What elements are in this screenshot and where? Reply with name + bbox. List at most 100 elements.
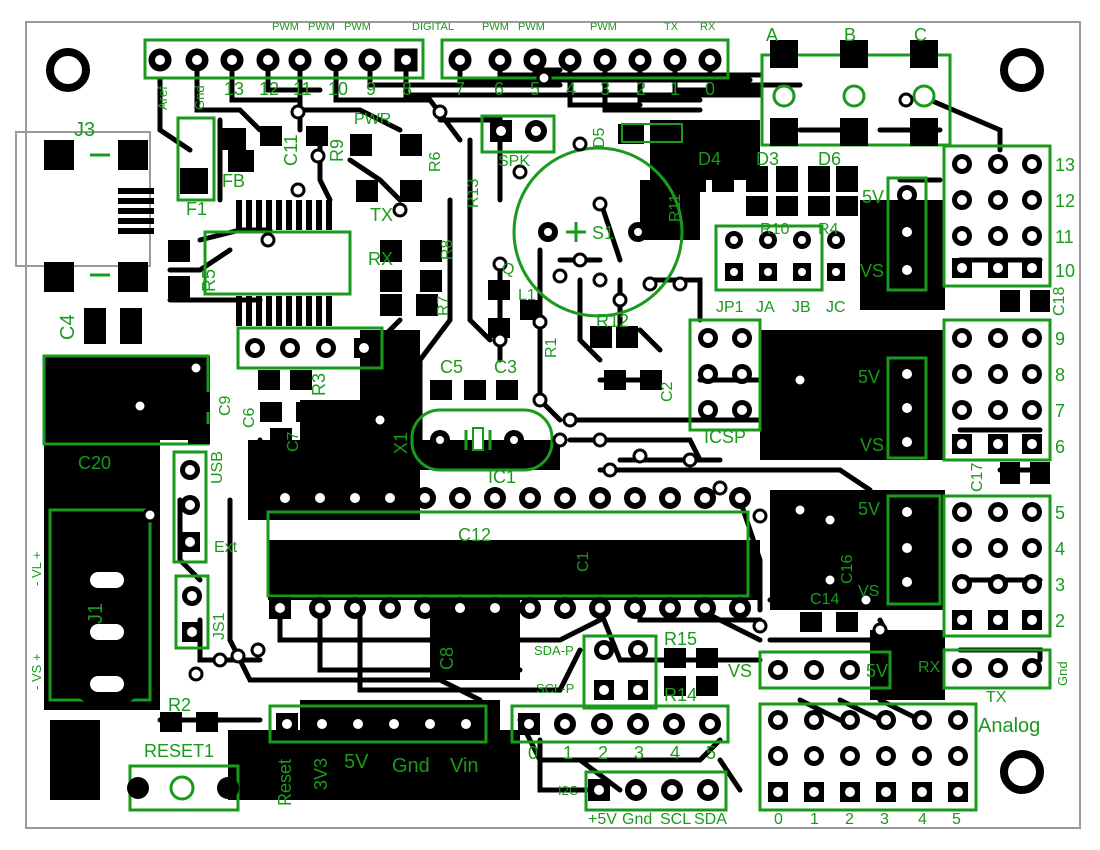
- ref-designator: SDA-P: [534, 643, 574, 658]
- header-signal-label: RX: [700, 21, 716, 33]
- ref-designator: C1: [575, 551, 592, 572]
- pin-label: Aref: [155, 86, 170, 110]
- ref-designator: SCL-P: [536, 681, 575, 696]
- pin-label: Gnd: [192, 85, 207, 110]
- ref-designator: ICSP: [704, 427, 747, 447]
- header-signal-label: PWM: [308, 21, 335, 33]
- pin-label: 5: [530, 79, 541, 99]
- pin-label: 1: [670, 79, 681, 99]
- ref-designator: JP1: [716, 299, 744, 316]
- ref-designator: Q: [502, 261, 515, 278]
- ref-designator: R7: [435, 295, 452, 316]
- ref-designator: R12: [596, 311, 630, 331]
- pin-label: 11: [293, 79, 312, 99]
- ref-designator: JS1: [211, 612, 228, 640]
- analog-pin-label: 1: [563, 743, 574, 763]
- ref-designator: FB: [222, 171, 246, 191]
- servo-vs-label: VS: [860, 435, 885, 455]
- i2c-label: I2C: [558, 783, 579, 798]
- pin-label: 6: [1055, 437, 1066, 457]
- ref-designator: JB: [792, 299, 811, 316]
- ref-designator: R10: [760, 221, 790, 238]
- ref-designator: A: [766, 25, 779, 45]
- pin-label: 10: [1055, 261, 1076, 281]
- analog-pin-label: 0: [528, 743, 539, 763]
- pin-label: 3: [1055, 575, 1066, 595]
- header-signal-label: TX: [664, 21, 679, 33]
- pin-label: Gnd: [1055, 661, 1070, 686]
- ref-designator: C7: [285, 431, 302, 452]
- pin-label: 9: [1055, 329, 1066, 349]
- ref-designator: R8: [439, 239, 456, 260]
- copper-traces: [157, 57, 1043, 793]
- pin-label: 11: [1055, 227, 1074, 247]
- vs-terminal-label: - VS +: [29, 653, 44, 691]
- ref-designator: R15: [664, 629, 698, 649]
- ref-designator: B: [844, 25, 857, 45]
- ref-designator: C12: [458, 525, 492, 545]
- i2c-pin-label: SCL: [660, 811, 692, 828]
- pin-label: 8: [402, 79, 413, 99]
- ref-designator: L1: [518, 287, 536, 304]
- servo-vs-label: VS: [858, 583, 880, 600]
- servo-5v-label: 5V: [858, 367, 881, 387]
- ref-designator: C5: [440, 357, 464, 377]
- analog-block-pin-label: 1: [810, 811, 819, 828]
- ref-designator: C6: [241, 407, 258, 428]
- pin-label: 8: [1055, 365, 1066, 385]
- ref-designator: TX: [370, 205, 394, 225]
- power-pin-label: Reset: [275, 758, 295, 806]
- analog-pin-label: 2: [598, 743, 609, 763]
- ref-designator: S1: [592, 223, 615, 243]
- i2c-pin-label: Gnd: [622, 811, 653, 828]
- analog-block-title: Analog: [978, 715, 1041, 737]
- ref-designator: J3: [74, 119, 96, 141]
- header-signal-label: DIGITAL: [412, 21, 454, 33]
- header-signal-label: PWM: [272, 21, 299, 33]
- ref-designator: R6: [427, 151, 444, 172]
- ref-designator: C16: [839, 554, 856, 584]
- ref-designator: R11: [667, 193, 684, 222]
- ref-designator: RX: [368, 249, 394, 269]
- serial-label: TX: [986, 689, 1007, 706]
- ref-designator: C17: [969, 462, 986, 492]
- pads: [44, 40, 1050, 802]
- ref-designator: J1: [85, 602, 107, 624]
- ref-designator: C: [914, 25, 927, 45]
- ref-designator: JA: [756, 299, 775, 316]
- i2c-pin-label: +5V: [588, 811, 617, 828]
- ref-designator: C14: [810, 591, 840, 608]
- ref-designator: R1: [543, 337, 560, 358]
- pin-label: 7: [1055, 401, 1066, 421]
- header-signal-label: PWM: [482, 21, 509, 33]
- servo-5v-label: 5V: [866, 661, 889, 681]
- ref-designator: C4: [57, 314, 79, 340]
- pin-label: 0: [705, 79, 716, 99]
- header-signal-label: PWM: [518, 21, 545, 33]
- ref-designator: USB: [209, 451, 226, 484]
- servo-5v-label: 5V: [862, 187, 885, 207]
- servo-vs-label: VS: [860, 261, 885, 281]
- ref-designator: C18: [1051, 286, 1068, 316]
- pin-label: 2: [636, 79, 647, 99]
- ref-designator: D4: [698, 149, 722, 169]
- ref-designator: R9: [327, 138, 347, 162]
- analog-block-pin-label: 3: [880, 811, 889, 828]
- ref-designator: C2: [659, 381, 676, 402]
- analog-pin-label: 4: [670, 743, 681, 763]
- ref-designator: R2: [168, 695, 192, 715]
- serial-label: RX: [918, 659, 941, 676]
- analog-pin-label: 5: [706, 743, 717, 763]
- ref-designator: C8: [437, 646, 457, 670]
- ref-designator: R4: [818, 221, 839, 238]
- analog-block-pin-label: 2: [845, 811, 854, 828]
- analog-block-pin-label: 4: [918, 811, 927, 828]
- ref-designator: R5: [199, 268, 219, 292]
- pin-label: 13: [1055, 155, 1076, 175]
- ref-designator: D5: [591, 127, 608, 148]
- pin-label: 12: [259, 79, 280, 99]
- silkscreen-outlines: [42, 38, 1052, 812]
- pin-label: 2: [1055, 611, 1066, 631]
